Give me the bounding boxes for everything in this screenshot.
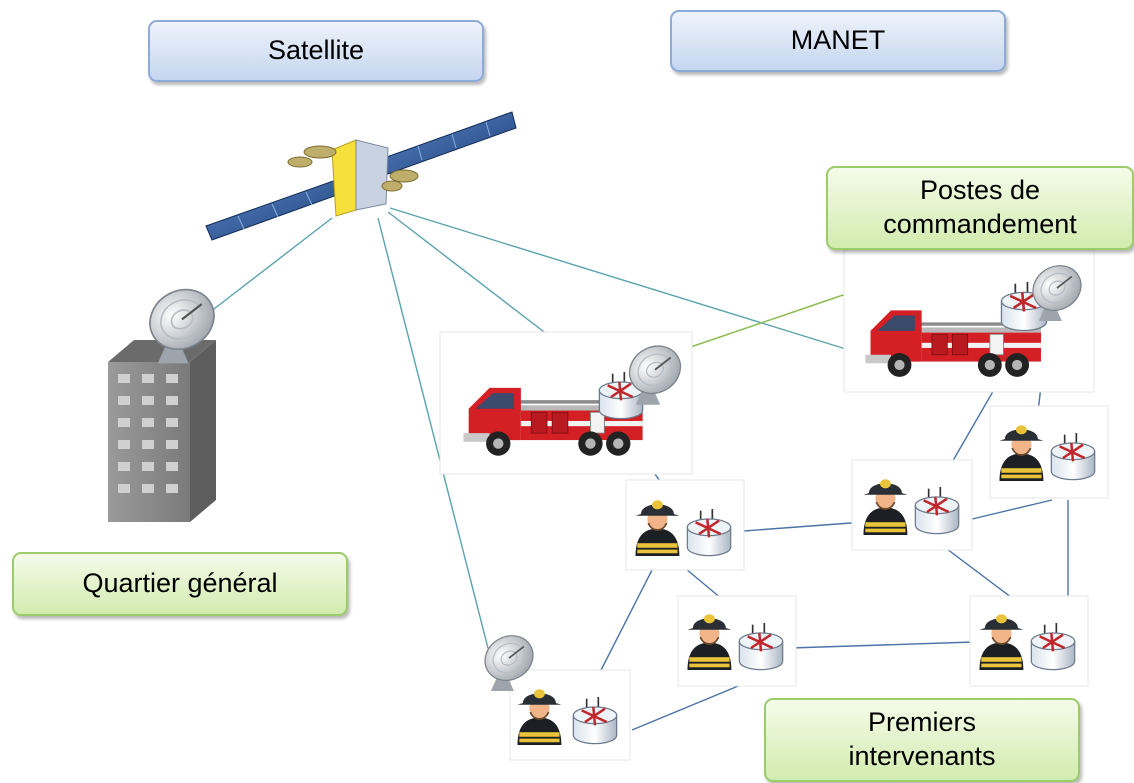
link-ff1-ff2 [597,569,653,677]
command-posts-label: Postes de commandement [826,166,1134,250]
first-responder-1 [625,479,745,571]
headquarters-label: Quartier général [12,552,348,616]
link-sat-hq [209,217,333,313]
first-responder-6 [969,595,1089,687]
link-ff4-ff5 [967,499,1053,521]
command-posts-label-text: Postes de commandement [883,175,1077,239]
first-responders-label: Premiers intervenants [764,698,1080,782]
first-responder-2 [476,630,631,761]
link-sat-dish-responder [377,217,491,657]
link-ff3-ff6 [789,641,975,649]
headquarters-building [108,282,226,522]
link-sat-truck2 [389,207,863,355]
headquarters-label-text: Quartier général [82,568,278,599]
first-responder-5 [989,405,1109,499]
satellite-icon [205,111,517,241]
command-post-truck-2 [843,249,1095,393]
link-ff1-ff4 [729,521,865,533]
first-responders-label-text: Premiers intervenants [848,707,996,771]
first-responder-4 [851,459,973,551]
manet-label-text: MANET [790,25,886,56]
first-responder-3 [677,595,797,687]
satellite-label: Satellite [148,20,484,82]
manet-label: MANET [670,10,1006,72]
building-icon [108,340,216,522]
command-post-truck-1 [439,331,693,475]
satellite-label-text: Satellite [267,35,365,66]
